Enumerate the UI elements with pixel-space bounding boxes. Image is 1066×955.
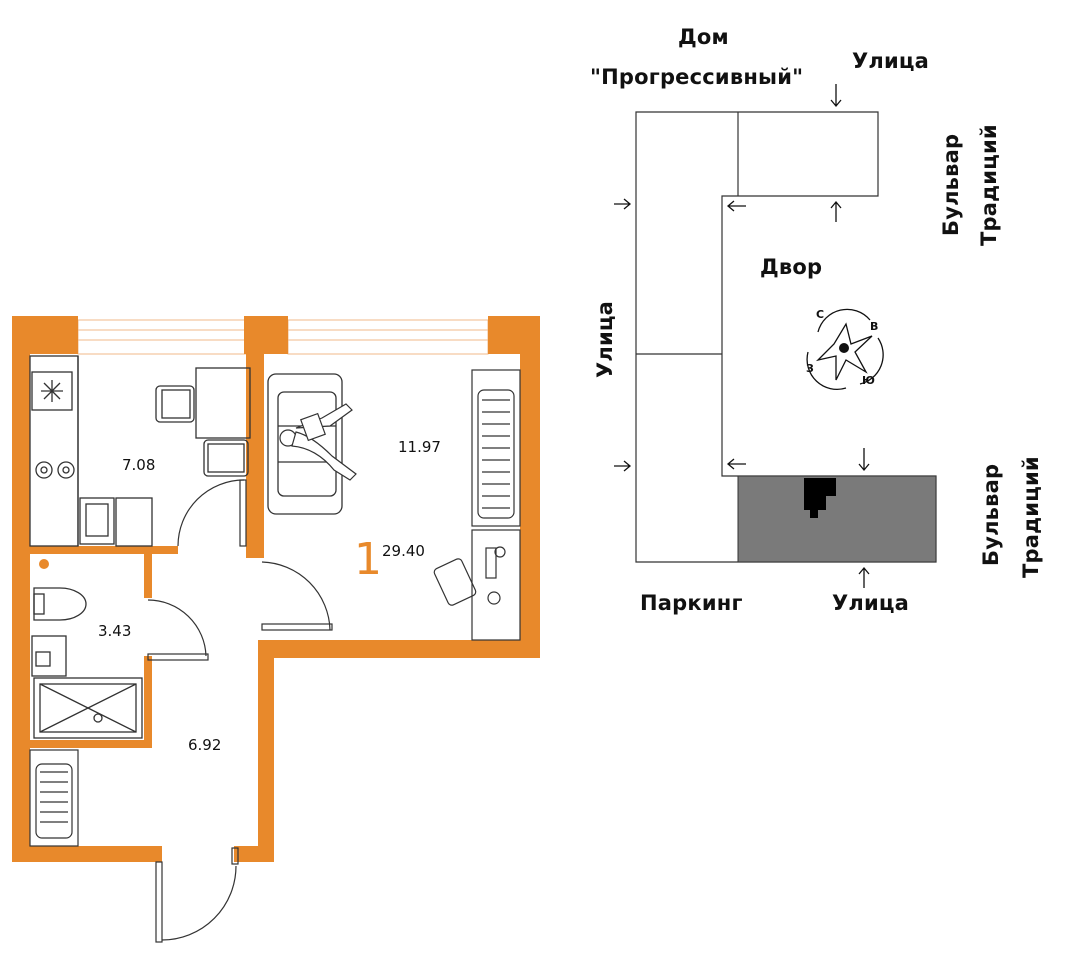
boulevard-bottom-line1: Бульвар <box>979 464 1003 566</box>
compass-south: Ю <box>862 374 875 387</box>
living-room-area: 11.97 <box>398 438 441 456</box>
apartment-location-marker <box>804 478 836 518</box>
entrance-arrows <box>614 84 870 588</box>
living-wardrobe <box>471 369 521 527</box>
street-bottom-label: Улица <box>832 591 909 615</box>
kitchen-counter <box>29 355 153 547</box>
kitchen-area: 7.08 <box>122 456 155 474</box>
boulevard-top-line1: Бульвар <box>939 134 963 236</box>
building-name-line1: Дом <box>678 25 729 49</box>
building-name-line2: "Прогрессивный" <box>590 65 803 89</box>
parking-label: Паркинг <box>640 591 743 615</box>
apartment-floor-plan: 7.08 11.97 1 29.40 3.43 6.92 <box>12 316 540 943</box>
street-left-label: Улица <box>593 301 617 378</box>
boulevard-bottom-line2: Традиций <box>1019 456 1043 578</box>
building-outline <box>635 111 937 563</box>
work-desk <box>433 529 521 641</box>
dining-table <box>155 367 251 477</box>
hallway-area: 6.92 <box>188 736 221 754</box>
site-plan: С В Ю З Дом "Прогрессивный" Улица Двор П… <box>590 25 1043 615</box>
snowflake-icon <box>41 380 63 402</box>
total-area: 29.40 <box>382 542 425 560</box>
person-figure <box>279 403 357 481</box>
boulevard-top-line2: Традиций <box>977 124 1001 246</box>
compass-rose-icon: С В Ю З <box>806 308 884 391</box>
interior-walls <box>30 354 264 748</box>
courtyard-label: Двор <box>760 255 822 279</box>
highlighted-section <box>737 475 937 563</box>
compass-west: З <box>806 362 814 375</box>
bathroom-fixtures <box>31 559 143 739</box>
window-living-room <box>287 319 489 355</box>
window-kitchen <box>77 319 247 355</box>
bathroom-area: 3.43 <box>98 622 131 640</box>
doors <box>147 479 333 943</box>
exterior-walls <box>12 316 540 862</box>
compass-east: В <box>870 320 878 333</box>
rooms-count: 1 <box>354 534 382 585</box>
street-top-label: Улица <box>852 49 929 73</box>
hallway-wardrobe <box>29 749 79 847</box>
compass-north: С <box>816 308 824 321</box>
